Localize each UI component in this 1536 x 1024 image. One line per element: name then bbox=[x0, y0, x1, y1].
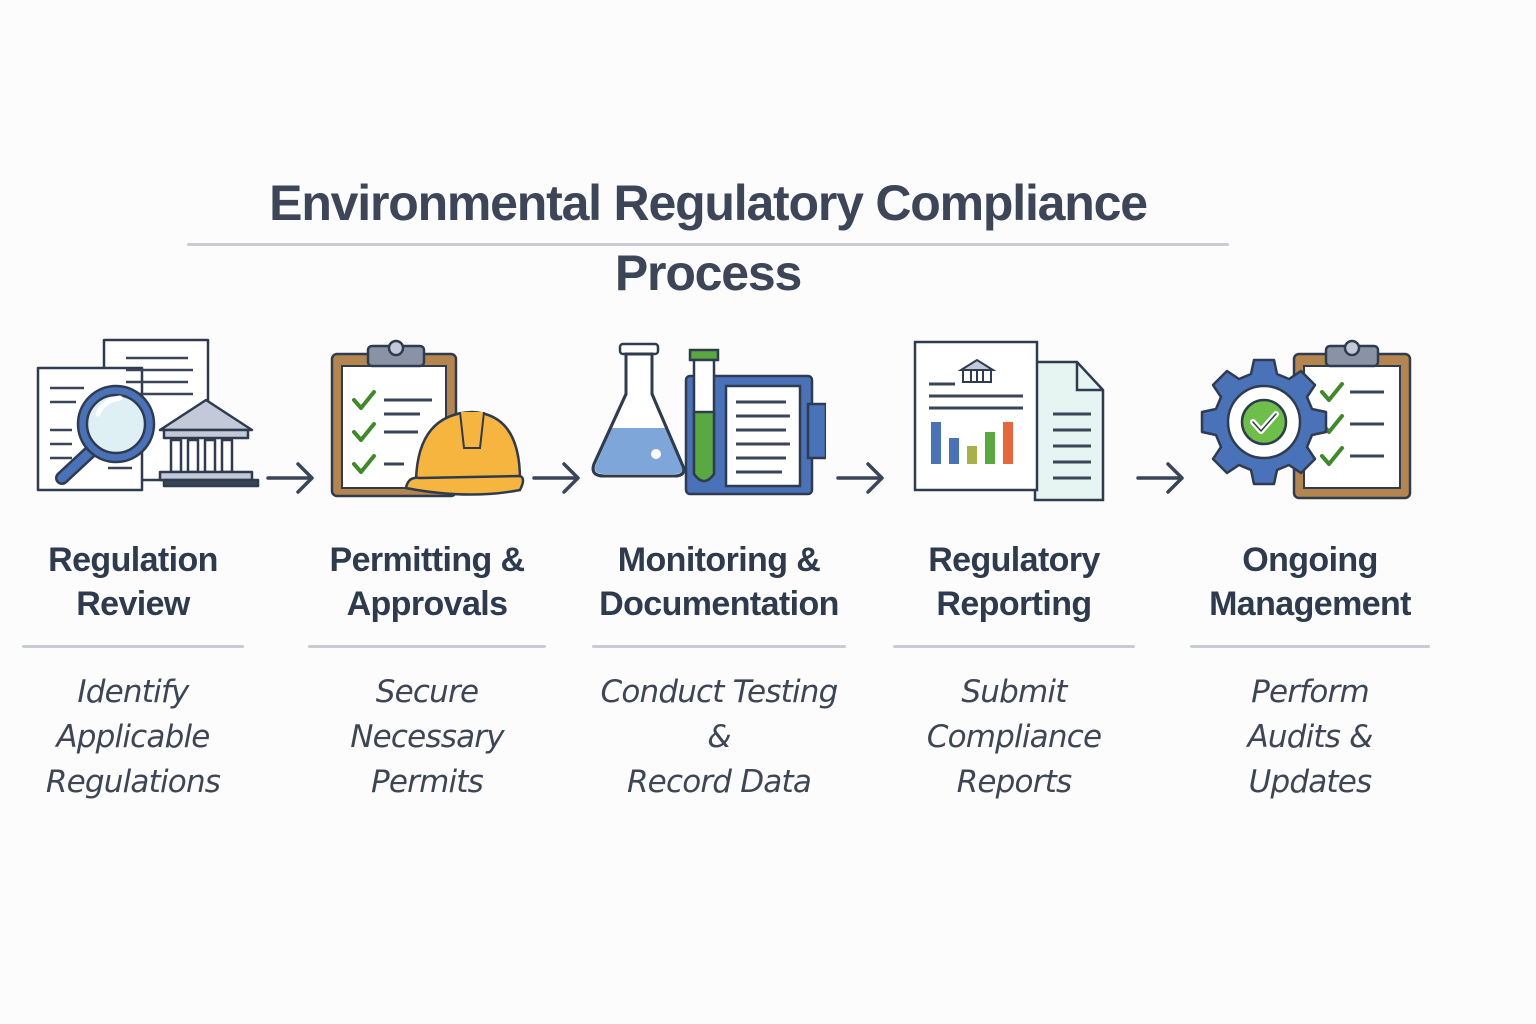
step-divider bbox=[308, 645, 546, 648]
gear-checklist-icon bbox=[1200, 339, 1412, 500]
arrow-right-icon bbox=[532, 462, 580, 494]
title-underline bbox=[187, 243, 1229, 246]
step-divider bbox=[1190, 645, 1430, 648]
arrow-right-icon bbox=[836, 462, 884, 494]
step-divider bbox=[893, 645, 1135, 648]
step-divider bbox=[592, 645, 846, 648]
step-title: Monitoring &Documentation bbox=[599, 541, 839, 623]
arrow-right-icon bbox=[266, 462, 314, 494]
report-barchart-icon bbox=[913, 340, 1105, 502]
clipboard-hardhat-icon bbox=[330, 339, 525, 498]
magnifier-documents-courthouse-icon bbox=[36, 338, 260, 492]
step-description: Conduct Testing&Record Data bbox=[600, 674, 838, 800]
step-title: Permitting &Approvals bbox=[329, 541, 526, 623]
flask-testtube-documents-icon bbox=[591, 342, 826, 496]
arrow-right-icon bbox=[1136, 462, 1184, 494]
step-divider bbox=[22, 645, 244, 648]
page-title: Environmental Regulatory Compliance Proc… bbox=[269, 175, 1148, 301]
